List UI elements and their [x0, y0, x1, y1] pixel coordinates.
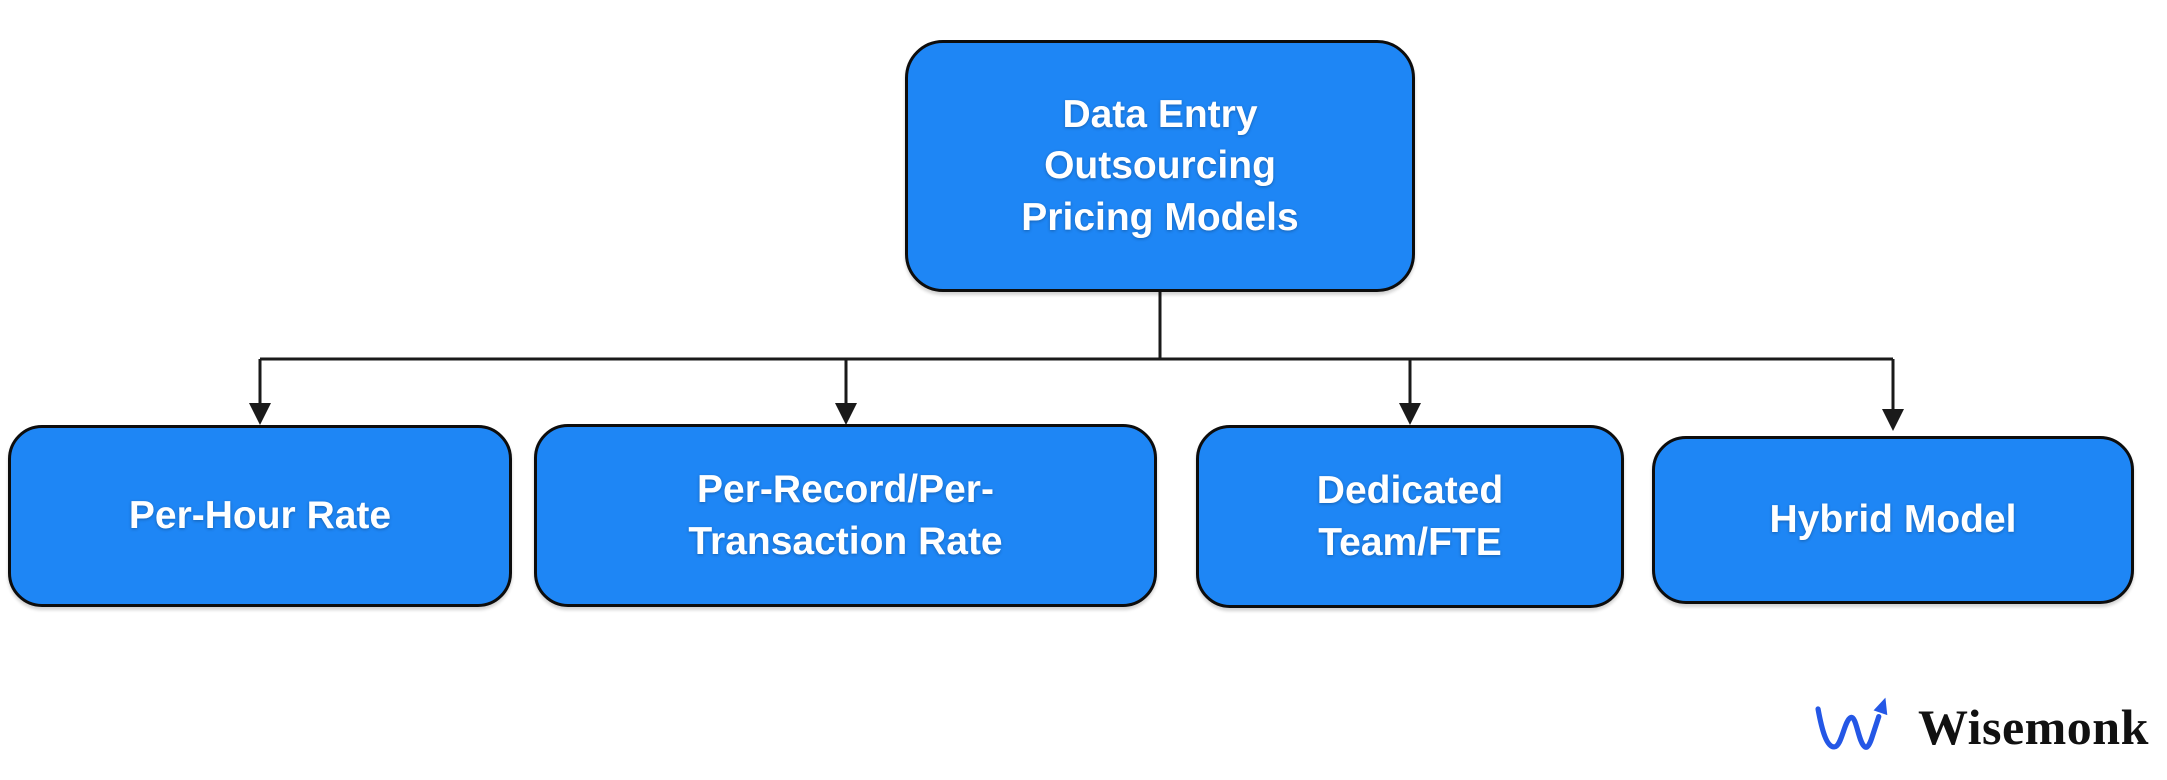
- diagram-node-root: Data Entry Outsourcing Pricing Models: [905, 40, 1415, 292]
- arrowhead-icon: [1882, 409, 1904, 431]
- arrowhead-icon: [1399, 403, 1421, 425]
- diagram-node-per-record-rate: Per-Record/Per- Transaction Rate: [534, 424, 1157, 607]
- diagram-node-per-hour-rate: Per-Hour Rate: [8, 425, 512, 607]
- arrowhead-icon: [249, 403, 271, 425]
- wave-arrow-up-icon: [1815, 697, 1888, 750]
- diagram-node-dedicated-team: Dedicated Team/FTE: [1196, 425, 1624, 608]
- arrowhead-icon: [835, 403, 857, 425]
- brand-logo: Wisemonk: [1812, 690, 2149, 764]
- diagram-node-hybrid-model: Hybrid Model: [1652, 436, 2134, 604]
- brand-logo-text: Wisemonk: [1918, 699, 2149, 755]
